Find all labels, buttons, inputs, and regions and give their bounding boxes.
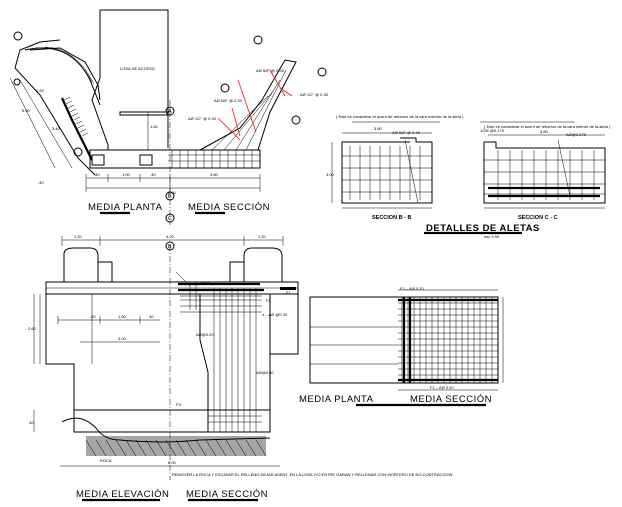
dim-160-top: 1.60 xyxy=(150,124,159,129)
rebar-r8: AØ@0.20 xyxy=(196,332,214,337)
dim-40-bot-b: .40 xyxy=(90,314,96,319)
dim-40-b: .40 xyxy=(94,172,100,177)
rebar-r1: AØ 5/8" @ 0.40 xyxy=(256,68,285,73)
dim-600-bot: 6.00 xyxy=(168,460,177,465)
dim-40-bot-c: .40 xyxy=(148,314,154,319)
label-losa-acceso: LOSA DE ACCESO xyxy=(120,66,155,71)
dim-420-bot: 4.20 xyxy=(166,234,175,239)
rebar-r6: 6 – AØ/8 xyxy=(194,280,210,285)
mark-b: B xyxy=(168,194,172,200)
dim-40-bot: .40 xyxy=(28,420,34,425)
dim-340-top: 3.40 xyxy=(52,126,61,131)
title-underlines xyxy=(82,211,522,502)
dim-300-b: 3.00 xyxy=(326,172,335,177)
top-plan-section-group xyxy=(9,9,327,225)
title-media-elevacion: MEDIA ELEVACIÒN xyxy=(76,489,169,500)
title-detalles-aletas: DETALLES DE ALETAS xyxy=(426,223,540,234)
rebar-r2: AØ 1/2" @ 0.30 xyxy=(300,92,329,97)
dim-600-top: 6.00 xyxy=(168,190,177,195)
rebar-r13: F2 – AØ 0.20 xyxy=(400,286,424,291)
title-section-c: SECCION C - C xyxy=(518,215,557,221)
rebar-r15: 1/2Ø @0.275 xyxy=(480,128,505,133)
mark-c: C xyxy=(168,216,172,222)
bottom-plan-section-group xyxy=(309,289,504,391)
rebar-r9: AØ@0.30 xyxy=(256,370,274,375)
rebar-r4: AØ 1/2" @ 0.40 xyxy=(188,116,217,121)
dim-100-a: 1.00 xyxy=(122,172,131,177)
dim-300-bot: 3.00 xyxy=(118,336,127,341)
rebar-r16: AØ@0.275 xyxy=(566,132,587,137)
note-section-c: ( Este es considerar el acero de refuerz… xyxy=(484,124,611,129)
rebar-r5: AØ 5/8" @ 0.40 xyxy=(392,130,421,135)
rebar-r14: F1 – AØ 0.20 xyxy=(430,385,454,390)
wing-details-group xyxy=(331,121,606,209)
dim-260-bot: 2.60 xyxy=(28,326,37,331)
title-media-seccion-elev: MEDIA SECCIÓN xyxy=(186,489,268,500)
dim-380: 3.80 xyxy=(210,172,219,177)
dim-120-bot-b: 1.20 xyxy=(258,234,267,239)
title-section-b: SECCION B - B xyxy=(372,215,411,221)
note-section-b: ( Este es considerar el acero de refuerz… xyxy=(336,114,464,119)
rebar-r12: F3 xyxy=(176,402,181,407)
rebar-r7: 4 – AØ @0.30 xyxy=(262,312,288,317)
dim-500-top: 5.00 xyxy=(22,108,31,113)
dim-120-top: 1.20 xyxy=(36,88,45,93)
dim-40-a: .40 xyxy=(38,180,44,185)
label-roca: ROCA xyxy=(100,458,112,463)
mark-f: B xyxy=(168,244,172,250)
rebar-r10: F1 xyxy=(286,290,291,295)
elevation-section-group xyxy=(33,236,299,480)
mark-a: A xyxy=(168,109,172,115)
dim-380-b: 3.80 xyxy=(374,126,383,131)
title-media-planta-bottom: MEDIA PLANTA xyxy=(299,394,374,405)
wing-details-scale: esc 1:50 xyxy=(484,234,500,239)
dim-120-bot-a: 1.20 xyxy=(74,234,83,239)
dim-380-c: 3.80 xyxy=(540,129,549,134)
dim-160-bot: 1.60 xyxy=(118,314,127,319)
title-media-planta-top: MEDIA PLANTA xyxy=(88,202,163,213)
note-roca: REMOVER LA ROCA Y EXCAVAR EL RELLENO DEJ… xyxy=(172,472,453,477)
drawing-text: MEDIA PLANTA MEDIA SECCIÓN DETALLES DE A… xyxy=(22,66,611,500)
rebar-r3: AØ 5/8" @ 0.30 xyxy=(214,98,243,103)
dim-40-c: .40 xyxy=(150,172,156,177)
title-media-seccion-bottom: MEDIA SECCIÓN xyxy=(410,394,492,405)
title-media-seccion-top: MEDIA SECCIÓN xyxy=(188,202,270,213)
rebar-r11: F2 xyxy=(266,298,271,303)
